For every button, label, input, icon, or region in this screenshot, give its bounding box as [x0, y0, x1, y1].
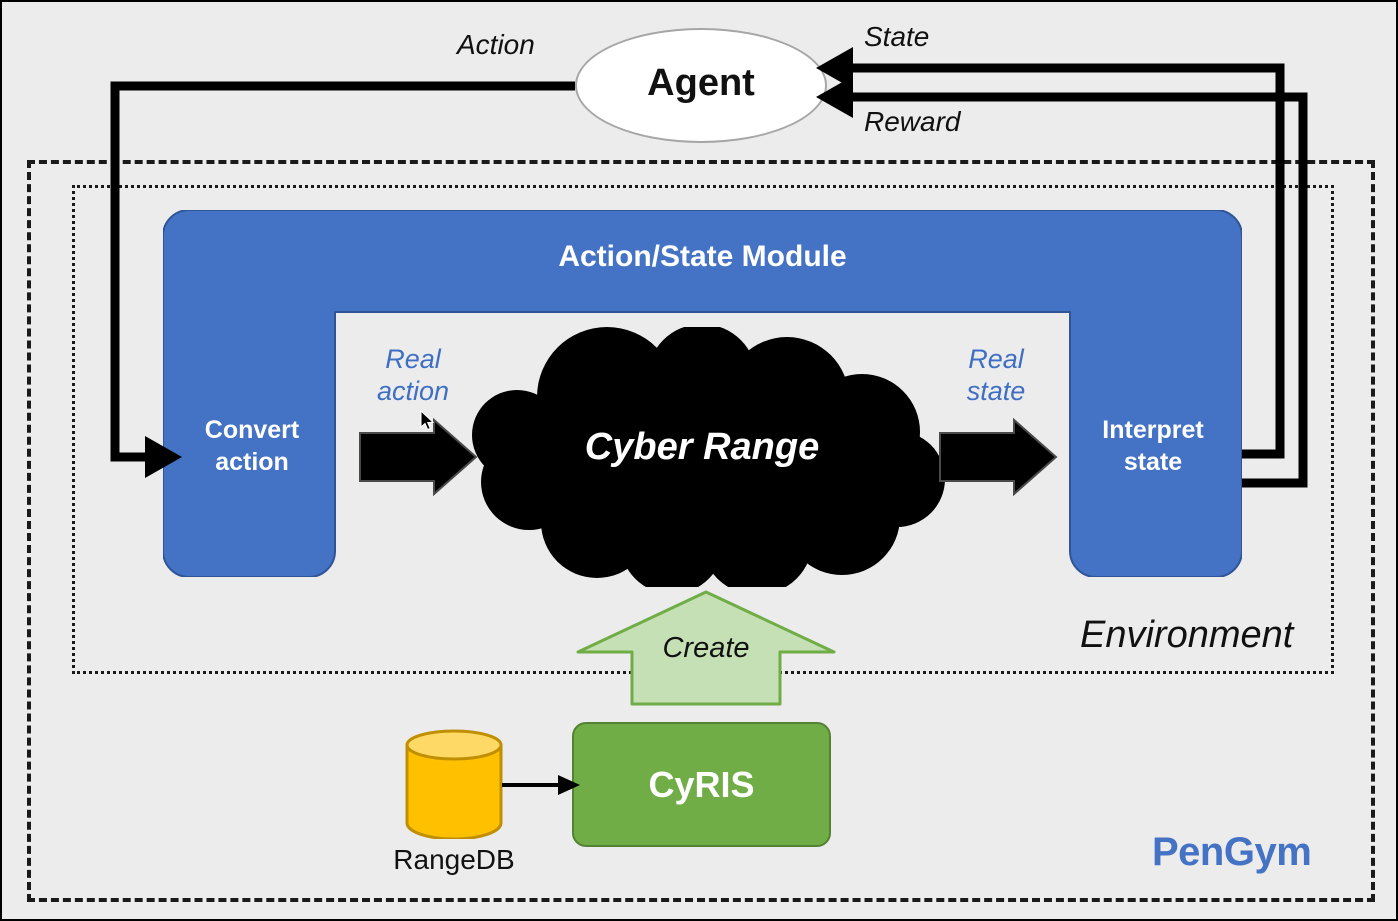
convert-action-line-2: action	[215, 448, 289, 476]
cyber-range-label: Cyber Range	[584, 426, 820, 468]
real-state-label: Real state	[937, 344, 1055, 408]
real-action-label: Real action	[354, 344, 472, 408]
agent-node	[575, 28, 827, 143]
rangedb-cylinder-icon	[405, 729, 503, 839]
module-title: Action/State Module	[558, 240, 847, 273]
real-action-line-1: Real	[385, 344, 441, 374]
cyris-box	[572, 722, 831, 847]
convert-action-line-1: Convert	[204, 416, 300, 444]
reward-edge-label: Reward	[864, 106, 961, 137]
interpret-state-line-1: Interpret	[1102, 416, 1204, 444]
pengym-label: PenGym	[1152, 830, 1312, 874]
action-edge-label: Action	[457, 29, 535, 60]
convert-action-label: Convert action	[172, 414, 332, 478]
create-label: Create	[662, 632, 750, 664]
state-edge-label: State	[864, 21, 930, 52]
interpret-state-line-2: state	[1123, 448, 1183, 476]
interpret-state-label: Interpret state	[1070, 414, 1236, 478]
agent-label: Agent	[647, 62, 755, 104]
cyris-label: CyRIS	[648, 764, 755, 805]
rangedb-label: RangeDB	[393, 844, 515, 875]
environment-label: Environment	[1080, 614, 1294, 656]
real-state-line-2: state	[966, 375, 1026, 406]
create-arrow-icon	[576, 590, 836, 706]
pengym-boundary	[27, 160, 1375, 902]
real-action-line-2: action	[376, 375, 450, 406]
real-state-line-1: Real	[968, 344, 1024, 374]
mouse-cursor-icon	[420, 410, 435, 431]
